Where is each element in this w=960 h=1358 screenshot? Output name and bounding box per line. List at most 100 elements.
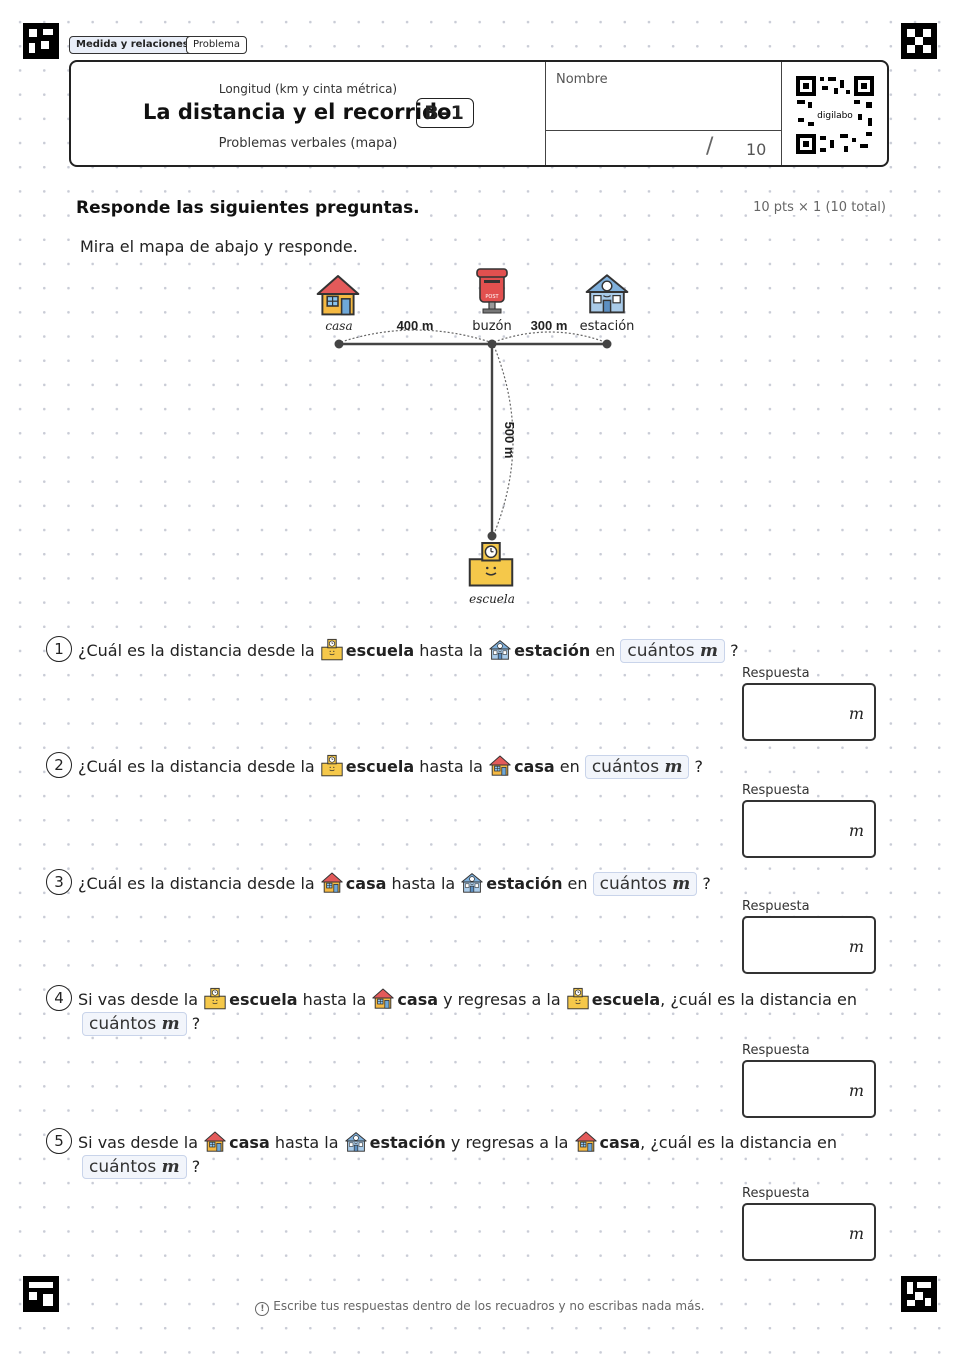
school-icon bbox=[203, 986, 227, 1010]
warning-icon: ! bbox=[255, 1302, 270, 1316]
question-post: en bbox=[554, 757, 585, 776]
place-a: escuela bbox=[345, 757, 415, 776]
question-number: 4 bbox=[46, 985, 72, 1011]
answer-box-1[interactable]: m bbox=[742, 683, 876, 741]
arc-buzon-escuela bbox=[493, 345, 514, 535]
type-tag: Problema bbox=[186, 36, 248, 54]
answer-label: Respuesta bbox=[742, 666, 810, 681]
answer-unit: m bbox=[848, 821, 864, 840]
footer-note: ! Escribe tus respuestas dentro de los r… bbox=[0, 1299, 960, 1316]
corner-marker-top-right bbox=[901, 23, 937, 59]
node-casa bbox=[334, 339, 344, 349]
question-mid: hasta la bbox=[414, 641, 489, 660]
house-icon bbox=[371, 986, 395, 1010]
sub-title: Problemas verbales (mapa) bbox=[218, 136, 398, 151]
name-label: Nombre bbox=[556, 72, 608, 87]
question-post: en bbox=[590, 641, 621, 660]
question-text-line2: cuántos m ? bbox=[82, 1012, 201, 1036]
answer-box-5[interactable]: m bbox=[742, 1203, 876, 1261]
school-icon bbox=[566, 986, 590, 1010]
question-mid2: y regresas a la bbox=[445, 1133, 574, 1152]
route-map: POST casa buzón estación escuela 400 m 3… bbox=[316, 268, 635, 606]
label-estacion: estación bbox=[580, 319, 635, 334]
question-mid: hasta la bbox=[269, 1133, 344, 1152]
question-text: ¿Cuál es la distancia desde la casa hast… bbox=[78, 870, 711, 896]
map-prompt: Mira el mapa de abajo y responde. bbox=[78, 237, 360, 256]
worksheet-header: Longitud (km y cinta métrica) La distanc… bbox=[69, 60, 889, 167]
question-pre: Si vas desde la bbox=[78, 1133, 204, 1152]
place-a: escuela bbox=[229, 990, 298, 1009]
school-icon bbox=[320, 753, 344, 777]
answer-label: Respuesta bbox=[742, 1043, 810, 1058]
footer-text: Escribe tus respuestas dentro de los rec… bbox=[273, 1299, 705, 1313]
place-b: casa bbox=[397, 990, 439, 1009]
qr-caption: digilabo bbox=[817, 111, 853, 121]
unit-chip: cuántos m bbox=[592, 872, 698, 896]
question-end: ? bbox=[725, 641, 739, 660]
unit-title: Longitud (km y cinta métrica) bbox=[218, 82, 398, 96]
place-c: casa bbox=[599, 1133, 641, 1152]
question-pre: ¿Cuál es la distancia desde la bbox=[78, 874, 320, 893]
question-number: 1 bbox=[46, 636, 72, 662]
unit-chip: cuántos m bbox=[82, 1012, 187, 1036]
distance-casa-buzon: 400 m bbox=[397, 318, 434, 333]
qr-code-icon: digilabo bbox=[794, 74, 876, 156]
house-icon bbox=[320, 870, 344, 894]
instruction: Responde las siguientes preguntas. bbox=[74, 198, 422, 218]
answer-unit: m bbox=[848, 704, 864, 723]
question-text-line2: cuántos m ? bbox=[82, 1155, 201, 1179]
score-total: 10 bbox=[746, 140, 767, 159]
score-slash: / bbox=[706, 134, 714, 159]
house-icon bbox=[203, 1129, 227, 1153]
arc-casa-buzon bbox=[340, 329, 491, 343]
question-end: ? bbox=[186, 1157, 201, 1176]
question-mid2: y regresas a la bbox=[438, 990, 566, 1009]
mailbox-icon: POST bbox=[476, 268, 508, 314]
corner-marker-bottom-right bbox=[901, 1276, 937, 1312]
unit-chip: cuántos m bbox=[584, 755, 690, 779]
arc-buzon-estacion bbox=[493, 331, 606, 343]
house-icon bbox=[488, 753, 512, 777]
question-number: 5 bbox=[46, 1128, 72, 1154]
place-b: estación bbox=[369, 1133, 446, 1152]
unit-chip: cuántos m bbox=[620, 639, 726, 663]
node-escuela bbox=[487, 531, 497, 541]
answer-label: Respuesta bbox=[742, 1186, 810, 1201]
answer-box-4[interactable]: m bbox=[742, 1060, 876, 1118]
answer-unit: m bbox=[848, 937, 864, 956]
question-number: 2 bbox=[46, 752, 72, 778]
corner-marker-top-left bbox=[23, 23, 59, 59]
question-text: ¿Cuál es la distancia desde la escuela h… bbox=[78, 637, 739, 663]
level-badge: B-1 bbox=[416, 98, 474, 128]
label-escuela: escuela bbox=[469, 592, 515, 606]
distance-buzon-escuela: 500 m bbox=[502, 422, 517, 459]
label-buzon: buzón bbox=[472, 319, 512, 334]
question-text: ¿Cuál es la distancia desde la escuela h… bbox=[78, 753, 704, 779]
svg-text:POST: POST bbox=[485, 294, 499, 300]
category-tag: Medida y relaciones bbox=[69, 36, 196, 54]
answer-box-3[interactable]: m bbox=[742, 916, 876, 974]
question-text: Si vas desde la escuela hasta la casa y … bbox=[78, 986, 857, 1010]
label-casa: casa bbox=[325, 319, 352, 333]
answer-unit: m bbox=[848, 1081, 864, 1100]
question-post: en bbox=[562, 874, 593, 893]
node-buzon bbox=[487, 339, 497, 349]
question-mid: hasta la bbox=[386, 874, 461, 893]
place-a: casa bbox=[345, 874, 387, 893]
score-field[interactable]: / 10 bbox=[545, 130, 782, 165]
question-post: , ¿cuál es la distancia en bbox=[640, 1133, 837, 1152]
title-area: Longitud (km y cinta métrica) La distanc… bbox=[71, 62, 545, 165]
answer-box-2[interactable]: m bbox=[742, 800, 876, 858]
question-end: ? bbox=[186, 1014, 201, 1033]
question-mid: hasta la bbox=[297, 990, 372, 1009]
question-mid: hasta la bbox=[414, 757, 489, 776]
answer-unit: m bbox=[848, 1224, 864, 1243]
place-c: escuela bbox=[591, 990, 661, 1009]
points-info: 10 pts × 1 (10 total) bbox=[751, 200, 888, 215]
station-icon bbox=[344, 1129, 368, 1153]
name-field[interactable]: Nombre bbox=[545, 62, 782, 131]
question-number: 3 bbox=[46, 869, 72, 895]
answer-label: Respuesta bbox=[742, 783, 810, 798]
corner-marker-bottom-left bbox=[23, 1276, 59, 1312]
question-end: ? bbox=[697, 874, 711, 893]
